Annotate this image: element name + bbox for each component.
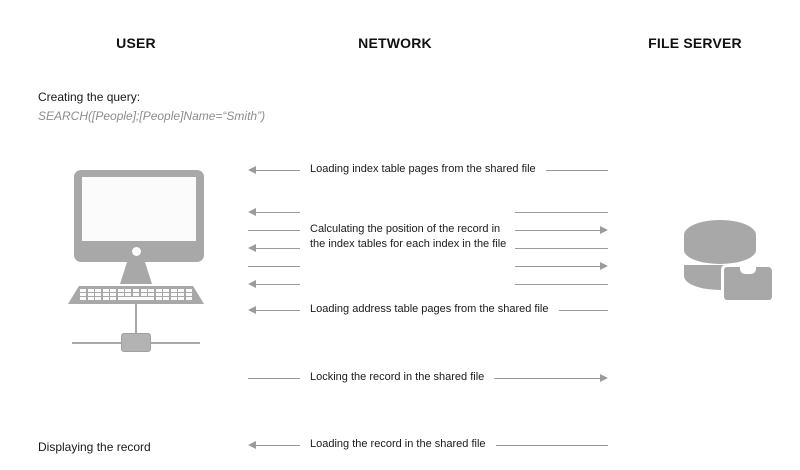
message-label: Loading index table pages from the share… bbox=[310, 163, 536, 176]
network-adapter-icon bbox=[121, 333, 151, 352]
query-code: SEARCH([People];[People]Name=“Smith”) bbox=[38, 108, 266, 123]
connector-line bbox=[515, 240, 608, 256]
connector-line bbox=[558, 302, 608, 318]
message-label: Calculating the position of the record i… bbox=[310, 222, 525, 252]
arrow-right-icon bbox=[515, 258, 608, 274]
query-block: Creating the query: SEARCH([People];[Peo… bbox=[38, 88, 265, 125]
message-line-1 bbox=[248, 204, 608, 220]
message-line-2 bbox=[248, 222, 608, 238]
query-title: Creating the query: bbox=[38, 90, 141, 104]
keyboard-keys bbox=[80, 289, 192, 301]
message-line-5 bbox=[248, 276, 608, 292]
message-row-locking-record: Locking the record in the shared file bbox=[248, 370, 608, 386]
message-group-calculating-position: Calculating the position of the record i… bbox=[248, 204, 608, 288]
database-folder-icon bbox=[684, 220, 775, 303]
message-label-line-2: the index tables for each index in the f… bbox=[310, 237, 507, 250]
connector-line bbox=[495, 437, 608, 453]
message-row-loading-record: Loading the record in the shared file bbox=[248, 437, 608, 453]
folder-icon bbox=[721, 264, 775, 303]
arrow-left-icon bbox=[248, 204, 300, 220]
message-label: Locking the record in the shared file bbox=[310, 371, 485, 384]
desktop-computer-icon bbox=[66, 170, 206, 352]
monitor-bezel bbox=[74, 170, 204, 262]
message-label-line-1: Calculating the position of the record i… bbox=[310, 223, 501, 235]
connector-line bbox=[248, 258, 300, 274]
arrow-left-icon bbox=[248, 302, 300, 318]
arrow-right-icon bbox=[494, 370, 608, 386]
keyboard-icon bbox=[68, 286, 204, 304]
database-layer-top bbox=[684, 220, 756, 250]
message-label: Loading address table pages from the sha… bbox=[310, 303, 549, 316]
message-line-3 bbox=[248, 240, 608, 256]
arrow-left-icon bbox=[248, 276, 300, 292]
message-row-loading-index-tables: Loading index table pages from the share… bbox=[248, 162, 608, 178]
column-header-network: NETWORK bbox=[358, 35, 432, 51]
monitor-screen bbox=[82, 177, 196, 241]
monitor-stand bbox=[120, 262, 152, 284]
connector-line bbox=[515, 204, 608, 220]
message-group-lines bbox=[248, 204, 608, 288]
arrow-right-icon bbox=[515, 222, 608, 238]
folder-notch bbox=[740, 267, 756, 274]
connector-line bbox=[248, 370, 300, 386]
message-line-4 bbox=[248, 258, 608, 274]
monitor-power-dot bbox=[131, 247, 141, 256]
column-header-user: USER bbox=[116, 35, 156, 51]
arrow-left-icon bbox=[248, 162, 300, 178]
arrow-left-icon bbox=[248, 240, 300, 256]
message-label: Loading the record in the shared file bbox=[310, 438, 486, 451]
message-row-loading-address-tables: Loading address table pages from the sha… bbox=[248, 302, 608, 318]
arrow-left-icon bbox=[248, 437, 300, 453]
column-header-file-server: FILE SERVER bbox=[648, 35, 742, 51]
user-label-displaying-record: Displaying the record bbox=[38, 440, 151, 454]
connector-line bbox=[248, 222, 300, 238]
connector-line bbox=[515, 276, 608, 292]
network-cable-vertical bbox=[135, 304, 137, 338]
connector-line bbox=[545, 162, 608, 178]
